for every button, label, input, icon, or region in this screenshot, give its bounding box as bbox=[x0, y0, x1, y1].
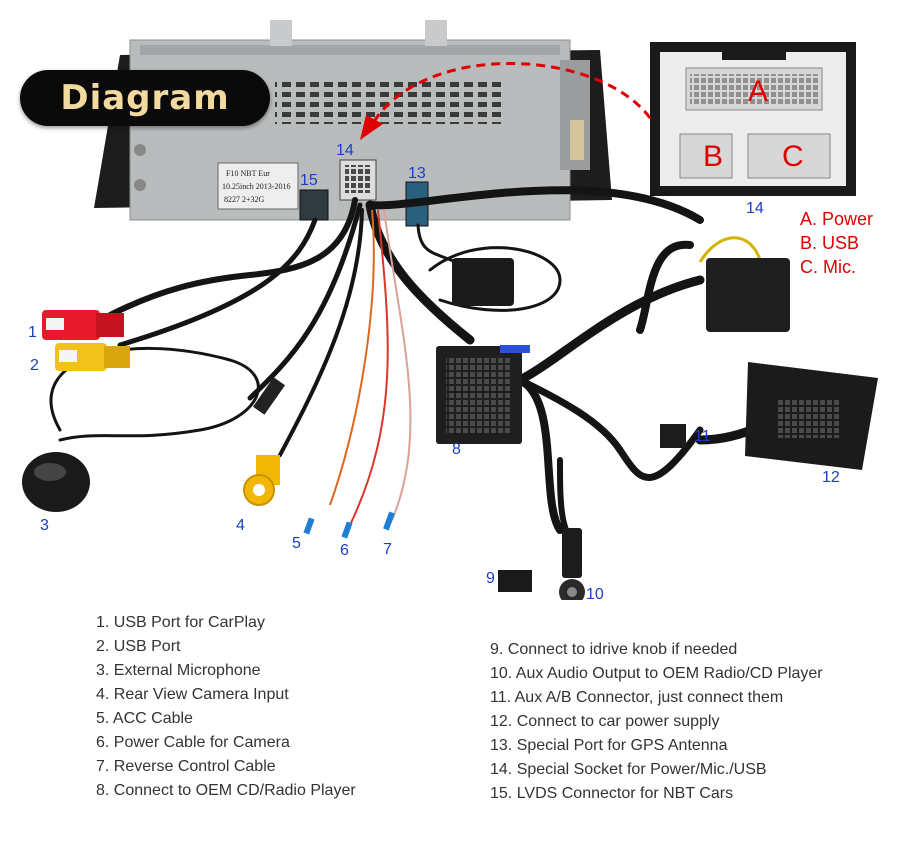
list-item: 14. Special Socket for Power/Mic./USB bbox=[490, 761, 767, 778]
legend-usb: B. USB bbox=[800, 233, 860, 253]
unit-label-sticker bbox=[217, 162, 299, 210]
inset-callout-14: 14 bbox=[746, 200, 764, 217]
callout-13: 13 bbox=[408, 165, 426, 182]
socket-section-c bbox=[747, 133, 831, 179]
callout-10: 10 bbox=[586, 586, 604, 600]
gps-antenna bbox=[452, 258, 514, 306]
callout-7: 7 bbox=[383, 541, 392, 558]
cable-bundle bbox=[49, 186, 825, 548]
reverse-wire bbox=[383, 209, 412, 521]
camera-power-wire-tip bbox=[341, 521, 353, 539]
callout-8: 8 bbox=[452, 441, 461, 458]
acc-wire-tip bbox=[303, 517, 315, 535]
list-item: 9. Connect to idrive knob if needed bbox=[490, 641, 738, 658]
aux-output-jack bbox=[559, 528, 585, 600]
pointer-arrow bbox=[373, 61, 652, 121]
oem-radio-connector bbox=[436, 345, 530, 444]
socket-letter-a: A bbox=[748, 75, 768, 108]
usb-port-carplay bbox=[42, 310, 124, 340]
unit-label-line2: 10.25inch 2013-2016 bbox=[222, 182, 290, 191]
pointer-arrow-head bbox=[360, 115, 383, 140]
parts-list-left: 1. USB Port for CarPlay 2. USB Port 3. E… bbox=[96, 611, 356, 803]
acc-wire bbox=[329, 209, 375, 506]
list-item: 13. Special Port for GPS Antenna bbox=[490, 737, 728, 754]
socket-letter-c: C bbox=[782, 140, 804, 173]
callout-11: 11 bbox=[694, 428, 711, 445]
socket-detail-inset: A B C bbox=[650, 42, 856, 196]
socket-letter-b: B bbox=[703, 140, 723, 173]
socket-section-b bbox=[679, 133, 733, 179]
list-item: 6. Power Cable for Camera bbox=[96, 734, 290, 751]
callout-15: 15 bbox=[300, 172, 318, 189]
idrive-connector bbox=[498, 570, 532, 592]
lvds-port-15 bbox=[299, 189, 329, 221]
list-item: 4. Rear View Camera Input bbox=[96, 686, 289, 703]
callout-3: 3 bbox=[40, 517, 49, 534]
list-item: 7. Reverse Control Cable bbox=[96, 758, 276, 775]
list-item: 5. ACC Cable bbox=[96, 710, 193, 727]
reverse-wire-tip bbox=[383, 511, 395, 531]
callout-1: 1 bbox=[28, 324, 37, 341]
callout-12: 12 bbox=[822, 469, 840, 486]
unit-label-line3: 8227 2+32G bbox=[224, 195, 265, 204]
diagram-badge: Diagram bbox=[20, 70, 270, 126]
socket-legend: A. Power B. USB C. Mic. bbox=[800, 207, 895, 279]
legend-mic: C. Mic. bbox=[800, 257, 856, 277]
list-item: 2. USB Port bbox=[96, 638, 181, 655]
aux-ab-connector bbox=[660, 424, 686, 448]
usb-port bbox=[55, 343, 130, 371]
list-item: 8. Connect to OEM CD/Radio Player bbox=[96, 782, 356, 799]
callout-9: 9 bbox=[486, 570, 495, 587]
camera-power-wire bbox=[349, 209, 389, 526]
list-item: 15. LVDS Connector for NBT Cars bbox=[490, 785, 734, 802]
list-item: 1. USB Port for CarPlay bbox=[96, 614, 265, 631]
callout-4: 4 bbox=[236, 517, 245, 534]
wiring-diagram: F10 NBT Eur 10.25inch 2013-2016 8227 2+3… bbox=[22, 20, 878, 600]
parts-list-right: 9. Connect to idrive knob if needed 10. … bbox=[490, 638, 823, 806]
list-item: 12. Connect to car power supply bbox=[490, 713, 720, 730]
list-item: 11. Aux A/B Connector, just connect them bbox=[490, 689, 784, 706]
rca-camera-input bbox=[243, 455, 280, 506]
callout-5: 5 bbox=[292, 535, 301, 552]
car-power-connector bbox=[706, 258, 878, 470]
list-item: 10. Aux Audio Output to OEM Radio/CD Pla… bbox=[490, 665, 823, 682]
external-microphone bbox=[22, 452, 90, 512]
unit-label-line1: F10 NBT Eur bbox=[226, 169, 270, 178]
callout-14: 14 bbox=[336, 142, 354, 159]
list-item: 3. External Microphone bbox=[96, 662, 261, 679]
legend-power: A. Power bbox=[800, 209, 874, 229]
callout-6: 6 bbox=[340, 542, 349, 559]
callout-numbers: 1 2 3 4 5 6 7 8 9 10 11 12 13 14 15 bbox=[28, 142, 840, 600]
callout-2: 2 bbox=[30, 357, 39, 374]
